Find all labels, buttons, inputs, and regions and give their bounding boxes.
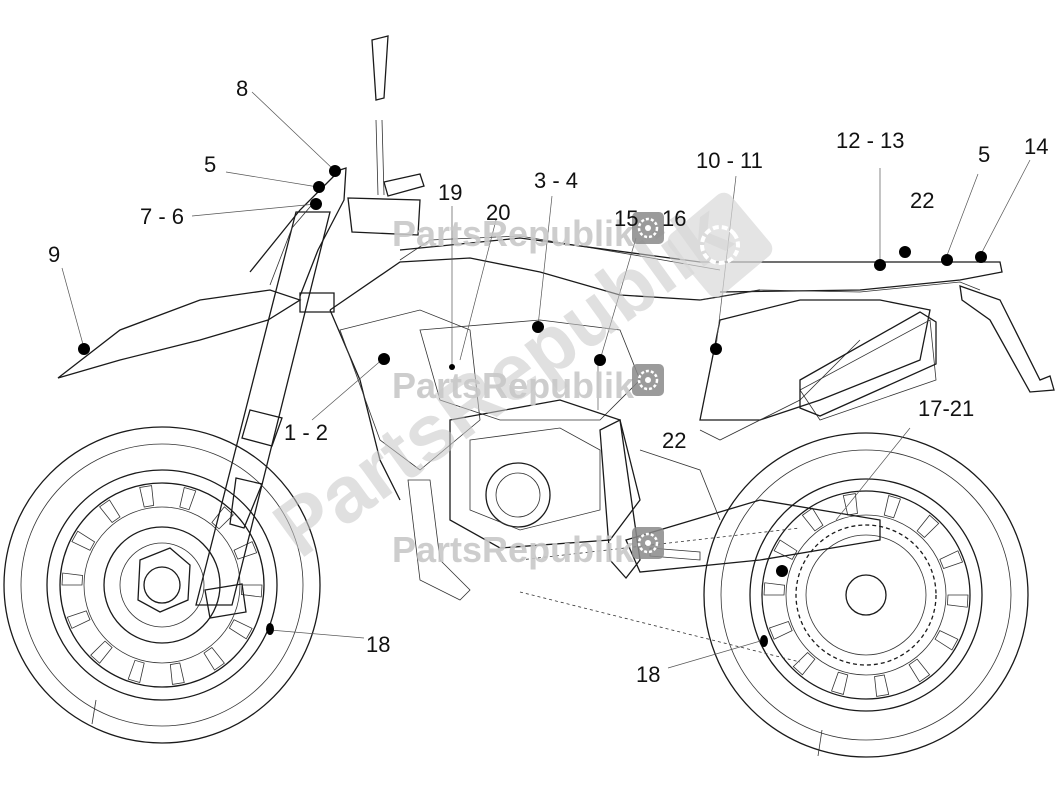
front-fork	[195, 35, 425, 606]
gear-icon	[632, 364, 664, 396]
front-fender	[57, 167, 347, 379]
front-brake	[103, 526, 247, 644]
wheel-spoke	[874, 674, 890, 697]
callout-18-rear: 18	[636, 662, 660, 687]
callout-14: 14	[1024, 134, 1048, 159]
engine	[407, 399, 641, 601]
wheel-spoke	[203, 647, 225, 671]
wheel-spoke	[842, 493, 858, 516]
marker-14	[975, 251, 987, 263]
watermark-middle: PartsRepublik	[392, 365, 635, 406]
callout-7-6: 7 - 6	[140, 204, 184, 229]
rear-wheel	[703, 432, 1029, 758]
callout-labels: 8 5 7 - 6 9 19 20 3 - 4 15 16 10 - 11 12…	[48, 76, 1048, 687]
seat-and-tail	[399, 237, 1055, 421]
wheel-spoke	[801, 507, 824, 532]
callout-3-4: 3 - 4	[534, 168, 578, 193]
motorcycle-drawing	[3, 35, 1055, 758]
callout-5-front: 5	[204, 152, 216, 177]
wheel-spoke	[792, 651, 816, 676]
marker-19	[449, 364, 455, 370]
gear-icon	[667, 192, 773, 298]
wheel-spoke	[768, 620, 793, 640]
marker-18-front	[266, 623, 274, 635]
gear-icon	[632, 212, 664, 244]
watermarks: PartsRepublik PartsRepublik PartsRepubli…	[258, 185, 773, 574]
marker-3-4	[532, 321, 544, 333]
callout-1-2: 1 - 2	[284, 420, 328, 445]
callout-22-tail: 22	[910, 188, 934, 213]
wheel-spoke	[66, 610, 91, 629]
wheel-spoke	[90, 640, 113, 664]
marker-18-rear	[760, 635, 768, 647]
callout-22-frame: 22	[662, 428, 686, 453]
marker-10-11	[710, 343, 722, 355]
marker-7-6	[310, 198, 322, 210]
callout-markers	[78, 165, 987, 647]
wheel-spoke	[211, 506, 234, 530]
watermark-top: PartsRepublik	[392, 213, 635, 254]
wheel-spoke	[169, 662, 185, 685]
wheel-spoke	[908, 658, 931, 683]
wheel-spoke	[883, 495, 901, 519]
callout-17-21: 17-21	[918, 396, 974, 421]
wheel-spoke	[61, 572, 83, 586]
marker-17-21	[776, 565, 788, 577]
callout-8: 8	[236, 76, 248, 101]
marker-1-2	[378, 353, 390, 365]
callout-12-13: 12 - 13	[836, 128, 905, 153]
callout-15: 15	[614, 206, 638, 231]
wheel-spoke	[934, 630, 959, 651]
gear-icon	[632, 527, 664, 559]
callout-9: 9	[48, 242, 60, 267]
wheel-spoke	[99, 499, 121, 523]
callout-19: 19	[438, 180, 462, 205]
callout-16: 16	[662, 206, 686, 231]
watermark-bottom: PartsRepublik	[392, 529, 635, 570]
wheel-spoke	[179, 487, 197, 511]
marker-22-tail	[899, 246, 911, 258]
wheel-spoke	[946, 594, 969, 608]
wheel-spoke	[127, 659, 145, 683]
rear-sprocket	[519, 524, 937, 666]
leader-lines	[61, 91, 1031, 669]
wheel-spoke	[233, 541, 258, 560]
front-wheel	[3, 426, 321, 744]
marker-9	[78, 343, 90, 355]
marker-15-16	[594, 354, 606, 366]
callout-5-rear: 5	[978, 142, 990, 167]
marker-5-rear	[941, 254, 953, 266]
marker-5-front	[313, 181, 325, 193]
callout-18-front: 18	[366, 632, 390, 657]
callout-20: 20	[486, 200, 510, 225]
wheel-spoke	[831, 671, 849, 695]
callout-10-11: 10 - 11	[696, 148, 763, 173]
wheel-spoke	[71, 530, 96, 551]
wheel-spoke	[241, 584, 263, 598]
marker-12-13	[874, 259, 886, 271]
exhaust	[799, 311, 937, 417]
marker-8	[329, 165, 341, 177]
wheel-spoke	[228, 619, 253, 640]
wheel-spoke	[916, 514, 940, 539]
wheel-spoke	[763, 582, 786, 596]
wheel-spoke	[939, 550, 964, 570]
wheel-spoke	[139, 485, 155, 508]
tank-and-panels	[329, 235, 761, 501]
